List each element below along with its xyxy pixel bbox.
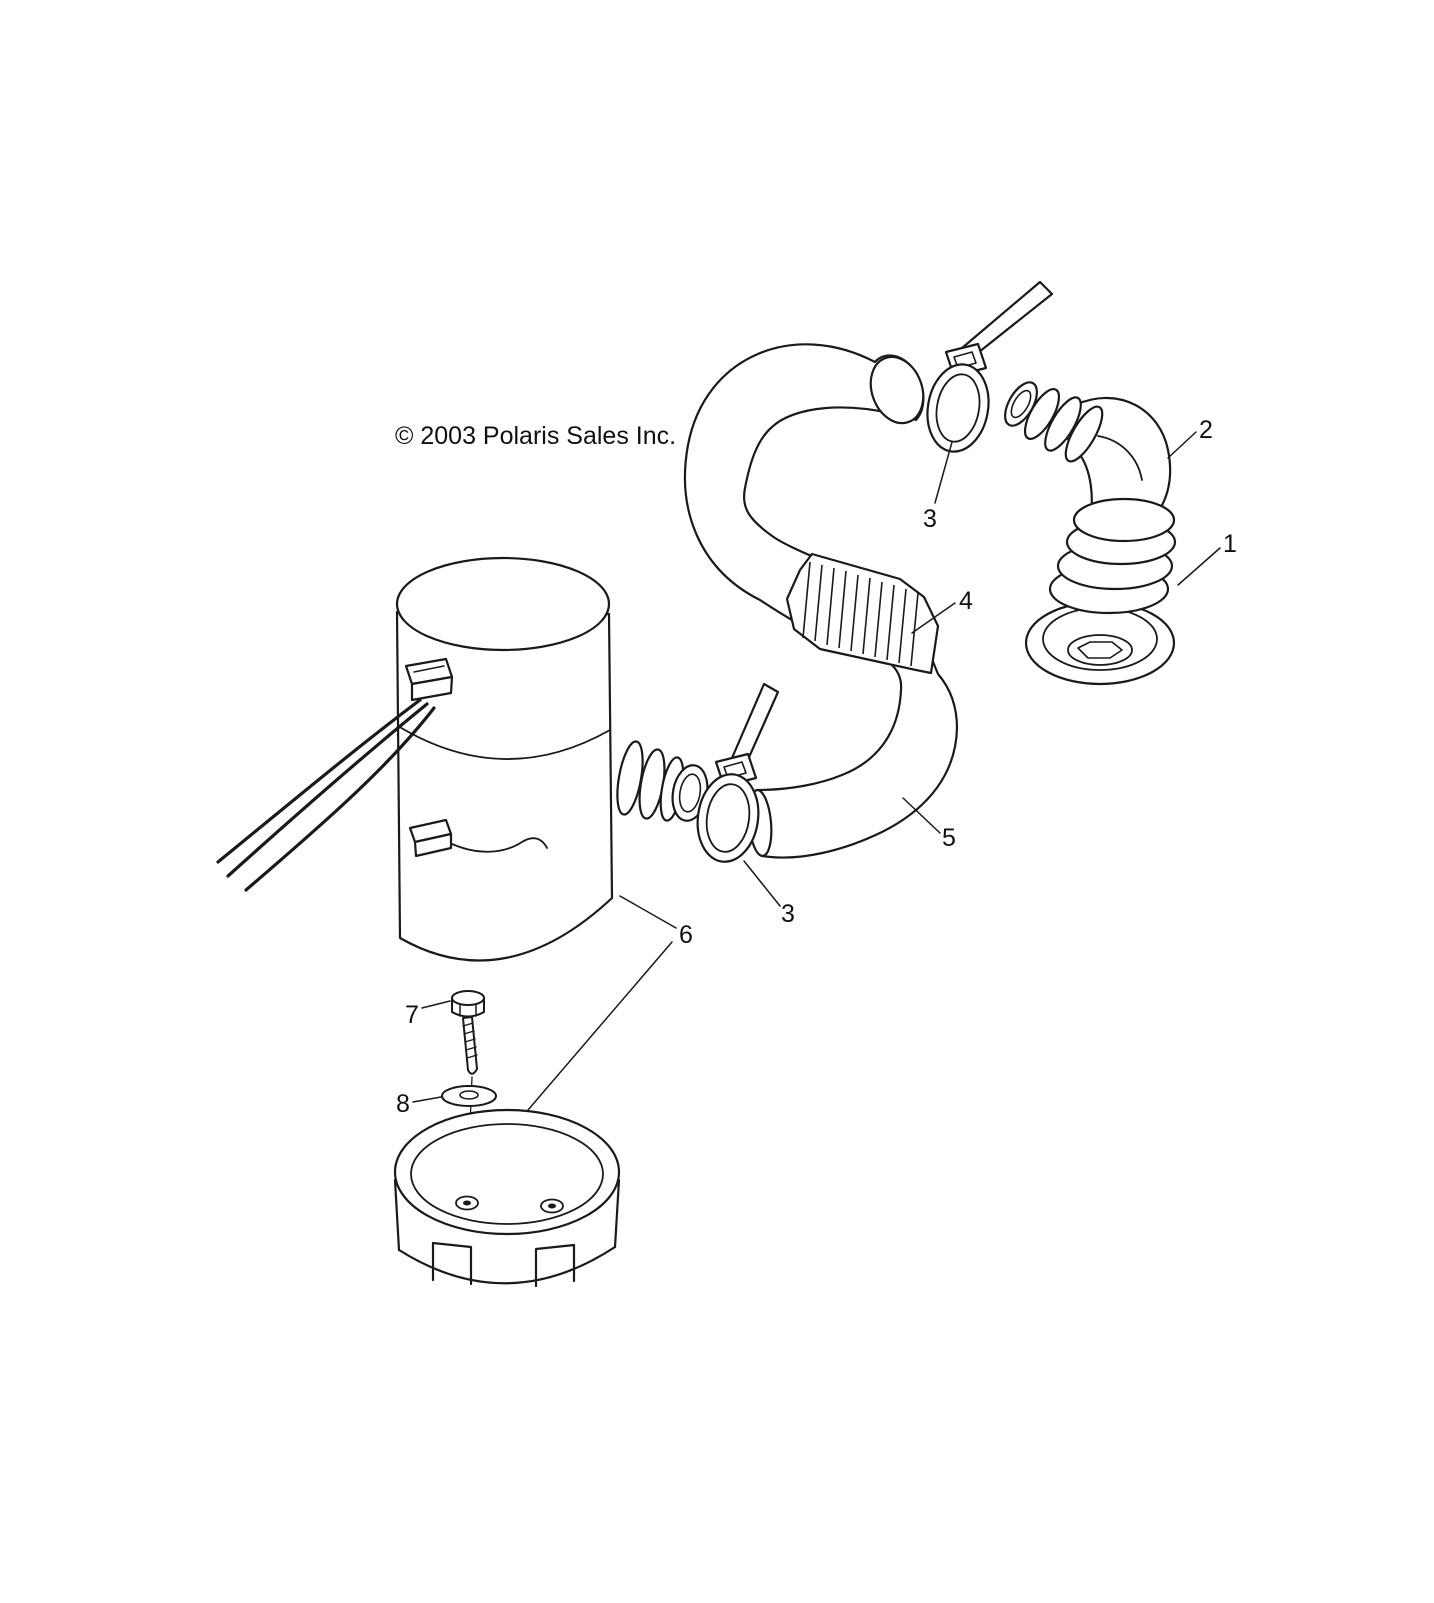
- leader-3-lower: [743, 860, 781, 907]
- screw: [451, 990, 485, 1201]
- pump-top-face: [395, 556, 611, 652]
- elbow-barb-ridge: [1044, 396, 1082, 452]
- cup-wall-left: [393, 1178, 401, 1252]
- leader-2: [1167, 431, 1197, 459]
- leader-6-short: [619, 895, 677, 929]
- thru-hull-fitting: [1024, 497, 1177, 686]
- cup-wall-right: [613, 1178, 621, 1249]
- cup-bottom-edge: [397, 1245, 617, 1285]
- elbow-open-end-bore: [1010, 389, 1032, 419]
- flange-slot-key: [1077, 641, 1123, 659]
- callout-2: 2: [1199, 416, 1213, 444]
- sleeve-corrugation-lines: [802, 561, 919, 667]
- pump-wires: [216, 698, 436, 892]
- callout-labels: 1 2 3 3 4 5 6 7 8: [396, 416, 1237, 1118]
- wire: [216, 698, 422, 864]
- callout-6: 6: [679, 921, 693, 949]
- callout-1: 1: [1223, 530, 1237, 558]
- leader-1: [1177, 547, 1221, 586]
- wire: [226, 702, 429, 878]
- pump-cylinder: [395, 610, 614, 962]
- wire-connector: [404, 657, 454, 702]
- clip-wire-curve: [451, 837, 548, 853]
- clip-front: [413, 832, 453, 858]
- tie-loop-inner: [705, 783, 751, 853]
- connector-front: [410, 675, 454, 702]
- hose-open-end-rim: [869, 355, 925, 425]
- leader-8: [412, 1096, 442, 1103]
- callout-4: 4: [959, 587, 973, 615]
- strainer-cup: [393, 1108, 621, 1288]
- callout-3-upper: 3: [923, 505, 937, 533]
- pump-clip-detail: [408, 818, 548, 858]
- port-bore: [678, 773, 702, 813]
- cup-screw-hole-right-center: [548, 1203, 556, 1209]
- elbow-fitting: [1004, 381, 1172, 526]
- cable-tie-lower: [696, 682, 780, 863]
- callout-3-lower: 3: [781, 900, 795, 928]
- leader-5: [902, 797, 941, 834]
- elbow-bend-line: [1097, 435, 1143, 481]
- cup-inner-rim: [410, 1123, 604, 1225]
- leader-6-long: [527, 941, 673, 1111]
- callout-5: 5: [942, 824, 956, 852]
- copyright-text: © 2003 Polaris Sales Inc.: [395, 422, 676, 450]
- wire: [244, 706, 436, 892]
- leader-4: [911, 602, 956, 634]
- screw-threads: [462, 1022, 478, 1059]
- elbow-barb-ridge: [1064, 405, 1104, 463]
- callout-7: 7: [405, 1001, 419, 1029]
- connector-notch: [413, 665, 445, 673]
- cup-screw-hole-left-center: [463, 1200, 471, 1206]
- callout-8: 8: [396, 1090, 410, 1118]
- washer-hole: [459, 1090, 479, 1100]
- corrugated-sleeve: [785, 552, 940, 675]
- cup-outer-rim: [393, 1108, 621, 1236]
- locknut-upper-ring: [1072, 497, 1176, 543]
- screw-head-top: [451, 990, 485, 1006]
- cup-tab-notch: [534, 1243, 576, 1288]
- pump-body: [216, 556, 709, 962]
- tie-strap: [730, 682, 780, 766]
- pump-outlet-port: [616, 740, 709, 822]
- leader-7: [421, 1000, 451, 1009]
- washer: [441, 1085, 497, 1107]
- cup-tab-notch: [431, 1241, 473, 1286]
- pump-mid-seam: [397, 725, 611, 760]
- callout-leader-lines: [412, 431, 1221, 1111]
- leader-3-upper: [934, 441, 953, 504]
- screw-shank: [462, 1016, 478, 1075]
